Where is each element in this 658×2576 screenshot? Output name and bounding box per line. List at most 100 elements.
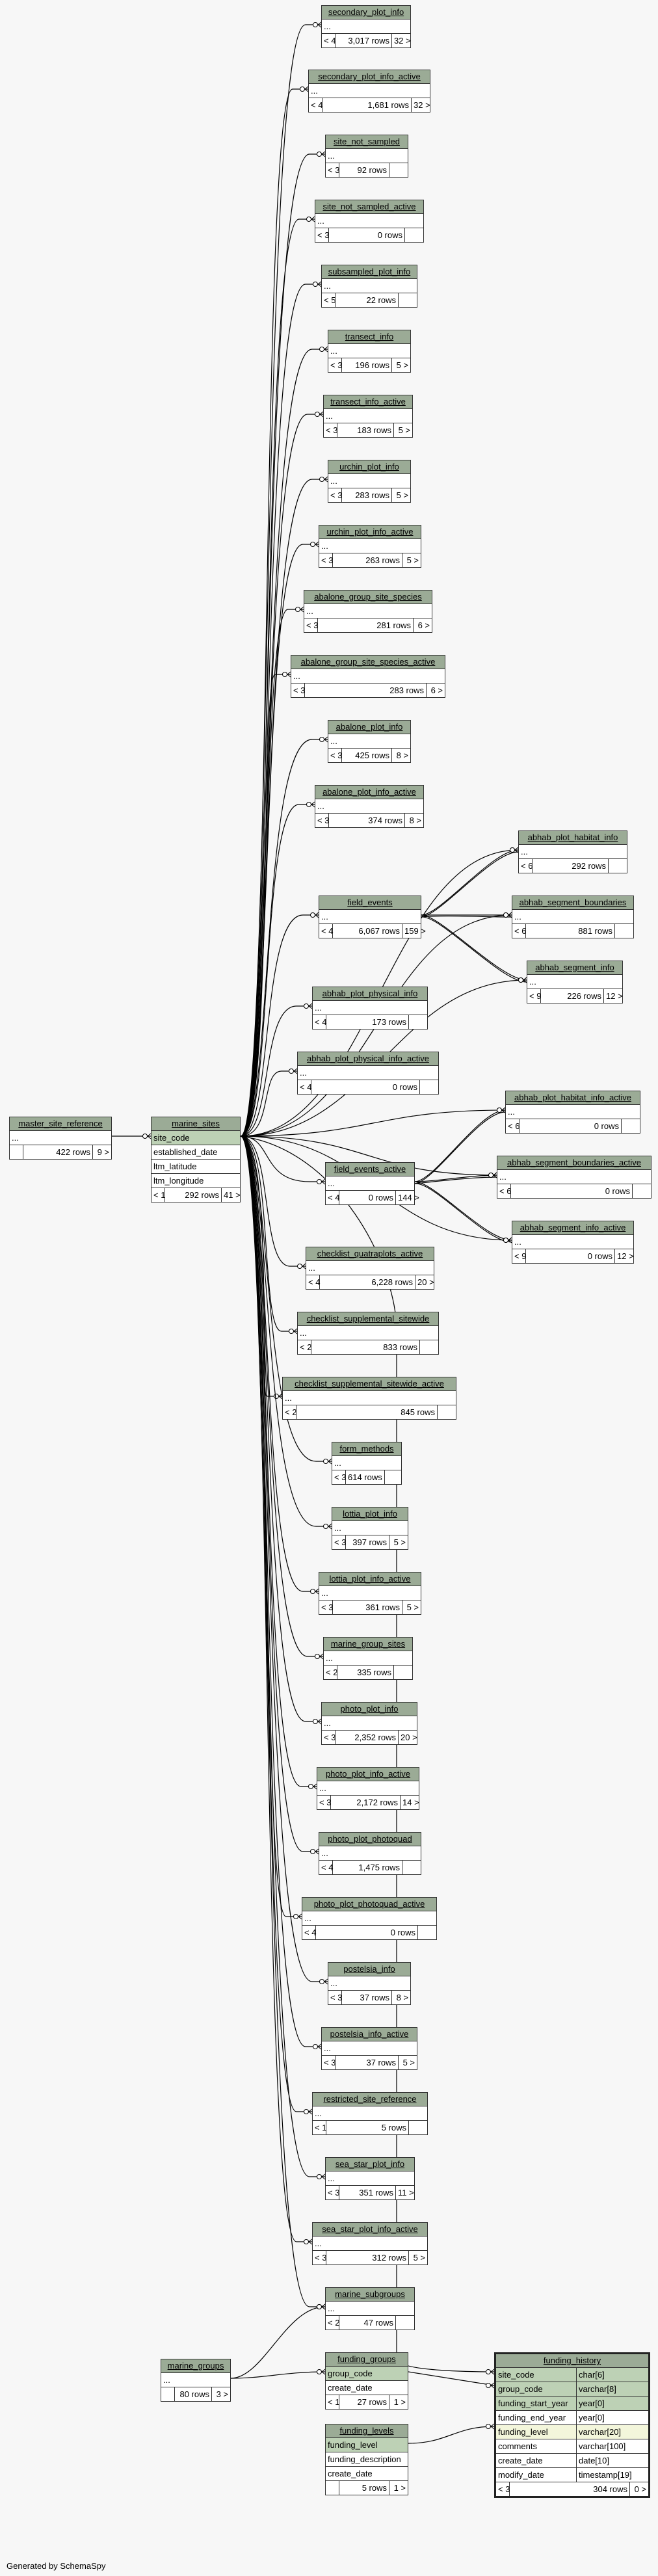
children-count[interactable]: 5 > (402, 2058, 415, 2067)
children-count[interactable]: 8 > (409, 816, 421, 825)
parents-count[interactable]: < 1 (151, 1188, 165, 1202)
parents-count[interactable]: < 9 (527, 989, 541, 1003)
children-count[interactable]: 6 > (417, 620, 430, 630)
table-name[interactable]: marine_groups (167, 2361, 224, 2370)
table-name[interactable]: funding_groups (337, 2354, 396, 2364)
parents-count[interactable]: < 3 (322, 1731, 336, 1744)
table-name[interactable]: abhab_plot_physical_info_active (307, 1054, 429, 1063)
parents-count[interactable]: < 4 (319, 924, 333, 938)
parents-count[interactable]: < 6 (497, 1184, 511, 1198)
table-name[interactable]: funding_history (543, 2356, 601, 2365)
table-name[interactable]: restricted_site_reference (323, 2094, 417, 2104)
children-count[interactable]: 3 > (216, 2389, 228, 2399)
parents-count[interactable]: < 3 (328, 1991, 342, 2004)
children-count[interactable]: 5 > (398, 425, 410, 435)
table-header[interactable]: abalone_plot_info_active (315, 786, 423, 799)
table-header[interactable]: photo_plot_info_active (317, 1768, 419, 1781)
parents-count[interactable]: < 5 (322, 293, 336, 307)
table-name[interactable]: secondary_plot_info_active (318, 72, 421, 81)
table-header[interactable]: marine_sites (151, 1117, 240, 1131)
table-name[interactable]: transect_info (345, 332, 394, 341)
table-header[interactable]: field_events (319, 896, 421, 910)
table-name[interactable]: master_site_reference (18, 1119, 103, 1128)
table-header[interactable]: abhab_plot_habitat_info_active (506, 1091, 640, 1105)
parents-count[interactable]: < 3 (324, 423, 337, 437)
table-name[interactable]: abhab_plot_physical_info (322, 989, 418, 998)
parents-count[interactable]: < 3 (304, 618, 318, 632)
parents-count[interactable]: < 1 (313, 2121, 326, 2134)
children-count[interactable] (438, 1405, 456, 1419)
table-name[interactable]: transect_info_active (330, 397, 406, 406)
table-name[interactable]: funding_levels (339, 2426, 394, 2436)
table-header[interactable]: abhab_segment_info (527, 961, 622, 975)
table-header[interactable]: funding_groups (326, 2353, 408, 2367)
parents-count[interactable]: < 3 (496, 2482, 510, 2496)
table-name[interactable]: site_not_sampled_active (322, 202, 416, 211)
table-name[interactable]: subsampled_plot_info (328, 267, 411, 276)
parents-count[interactable] (326, 2481, 339, 2495)
children-count[interactable] (409, 1015, 427, 1029)
table-name[interactable]: sea_star_plot_info_active (322, 2224, 418, 2234)
table-header[interactable]: marine_groups (161, 2359, 230, 2373)
table-header[interactable]: abhab_plot_physical_info (313, 987, 427, 1001)
table-header[interactable]: photo_plot_info (322, 1703, 417, 1716)
table-name[interactable]: photo_plot_info (340, 1704, 399, 1714)
table-header[interactable]: abalone_plot_info (328, 721, 410, 734)
table-name[interactable]: checklist_supplemental_sitewide_active (295, 1379, 444, 1388)
table-name[interactable]: form_methods (339, 1444, 394, 1454)
children-count[interactable] (389, 163, 408, 177)
table-name[interactable]: photo_plot_info_active (325, 1769, 411, 1779)
table-header[interactable]: sea_star_plot_info_active (313, 2223, 427, 2237)
children-count[interactable] (615, 924, 633, 938)
parents-count[interactable]: < 6 (519, 859, 533, 873)
children-count[interactable] (399, 293, 417, 307)
parents-count[interactable]: < 4 (309, 98, 322, 112)
children-count[interactable]: 12 > (617, 1251, 634, 1261)
table-header[interactable]: abhab_plot_habitat_info (519, 831, 627, 845)
children-count[interactable] (405, 228, 423, 242)
parents-count[interactable]: < 4 (322, 34, 336, 47)
parents-count[interactable]: < 3 (317, 1796, 331, 1809)
table-name[interactable]: field_events (347, 897, 393, 907)
table-name[interactable]: abhab_segment_info_active (520, 1223, 626, 1232)
children-count[interactable]: 9 > (97, 1147, 109, 1157)
table-name[interactable]: marine_subgroups (335, 2289, 405, 2299)
table-header[interactable]: urchin_plot_info (328, 460, 410, 474)
table-checklist-supplemental-sitewide-active[interactable]: checklist_supplemental_sitewide_active..… (282, 1377, 456, 1420)
children-count[interactable]: 11 > (398, 2188, 414, 2198)
parents-count[interactable]: < 3 (328, 358, 342, 372)
parents-count[interactable]: < 4 (298, 1080, 311, 1094)
children-count[interactable]: 5 > (393, 1537, 406, 1547)
table-header[interactable]: postelsia_info_active (322, 2028, 417, 2041)
table-header[interactable]: abhab_segment_boundaries_active (497, 1156, 651, 1170)
table-name[interactable]: secondary_plot_info (328, 7, 404, 17)
table-name[interactable]: marine_sites (172, 1119, 220, 1128)
children-count[interactable]: 20 > (417, 1277, 434, 1287)
table-name[interactable]: field_events_active (334, 1164, 406, 1174)
table-header[interactable]: lottia_plot_info_active (319, 1573, 421, 1586)
table-header[interactable]: photo_plot_photoquad (319, 1833, 421, 1846)
parents-count[interactable]: < 3 (315, 228, 329, 242)
table-header[interactable]: field_events_active (326, 1163, 414, 1176)
